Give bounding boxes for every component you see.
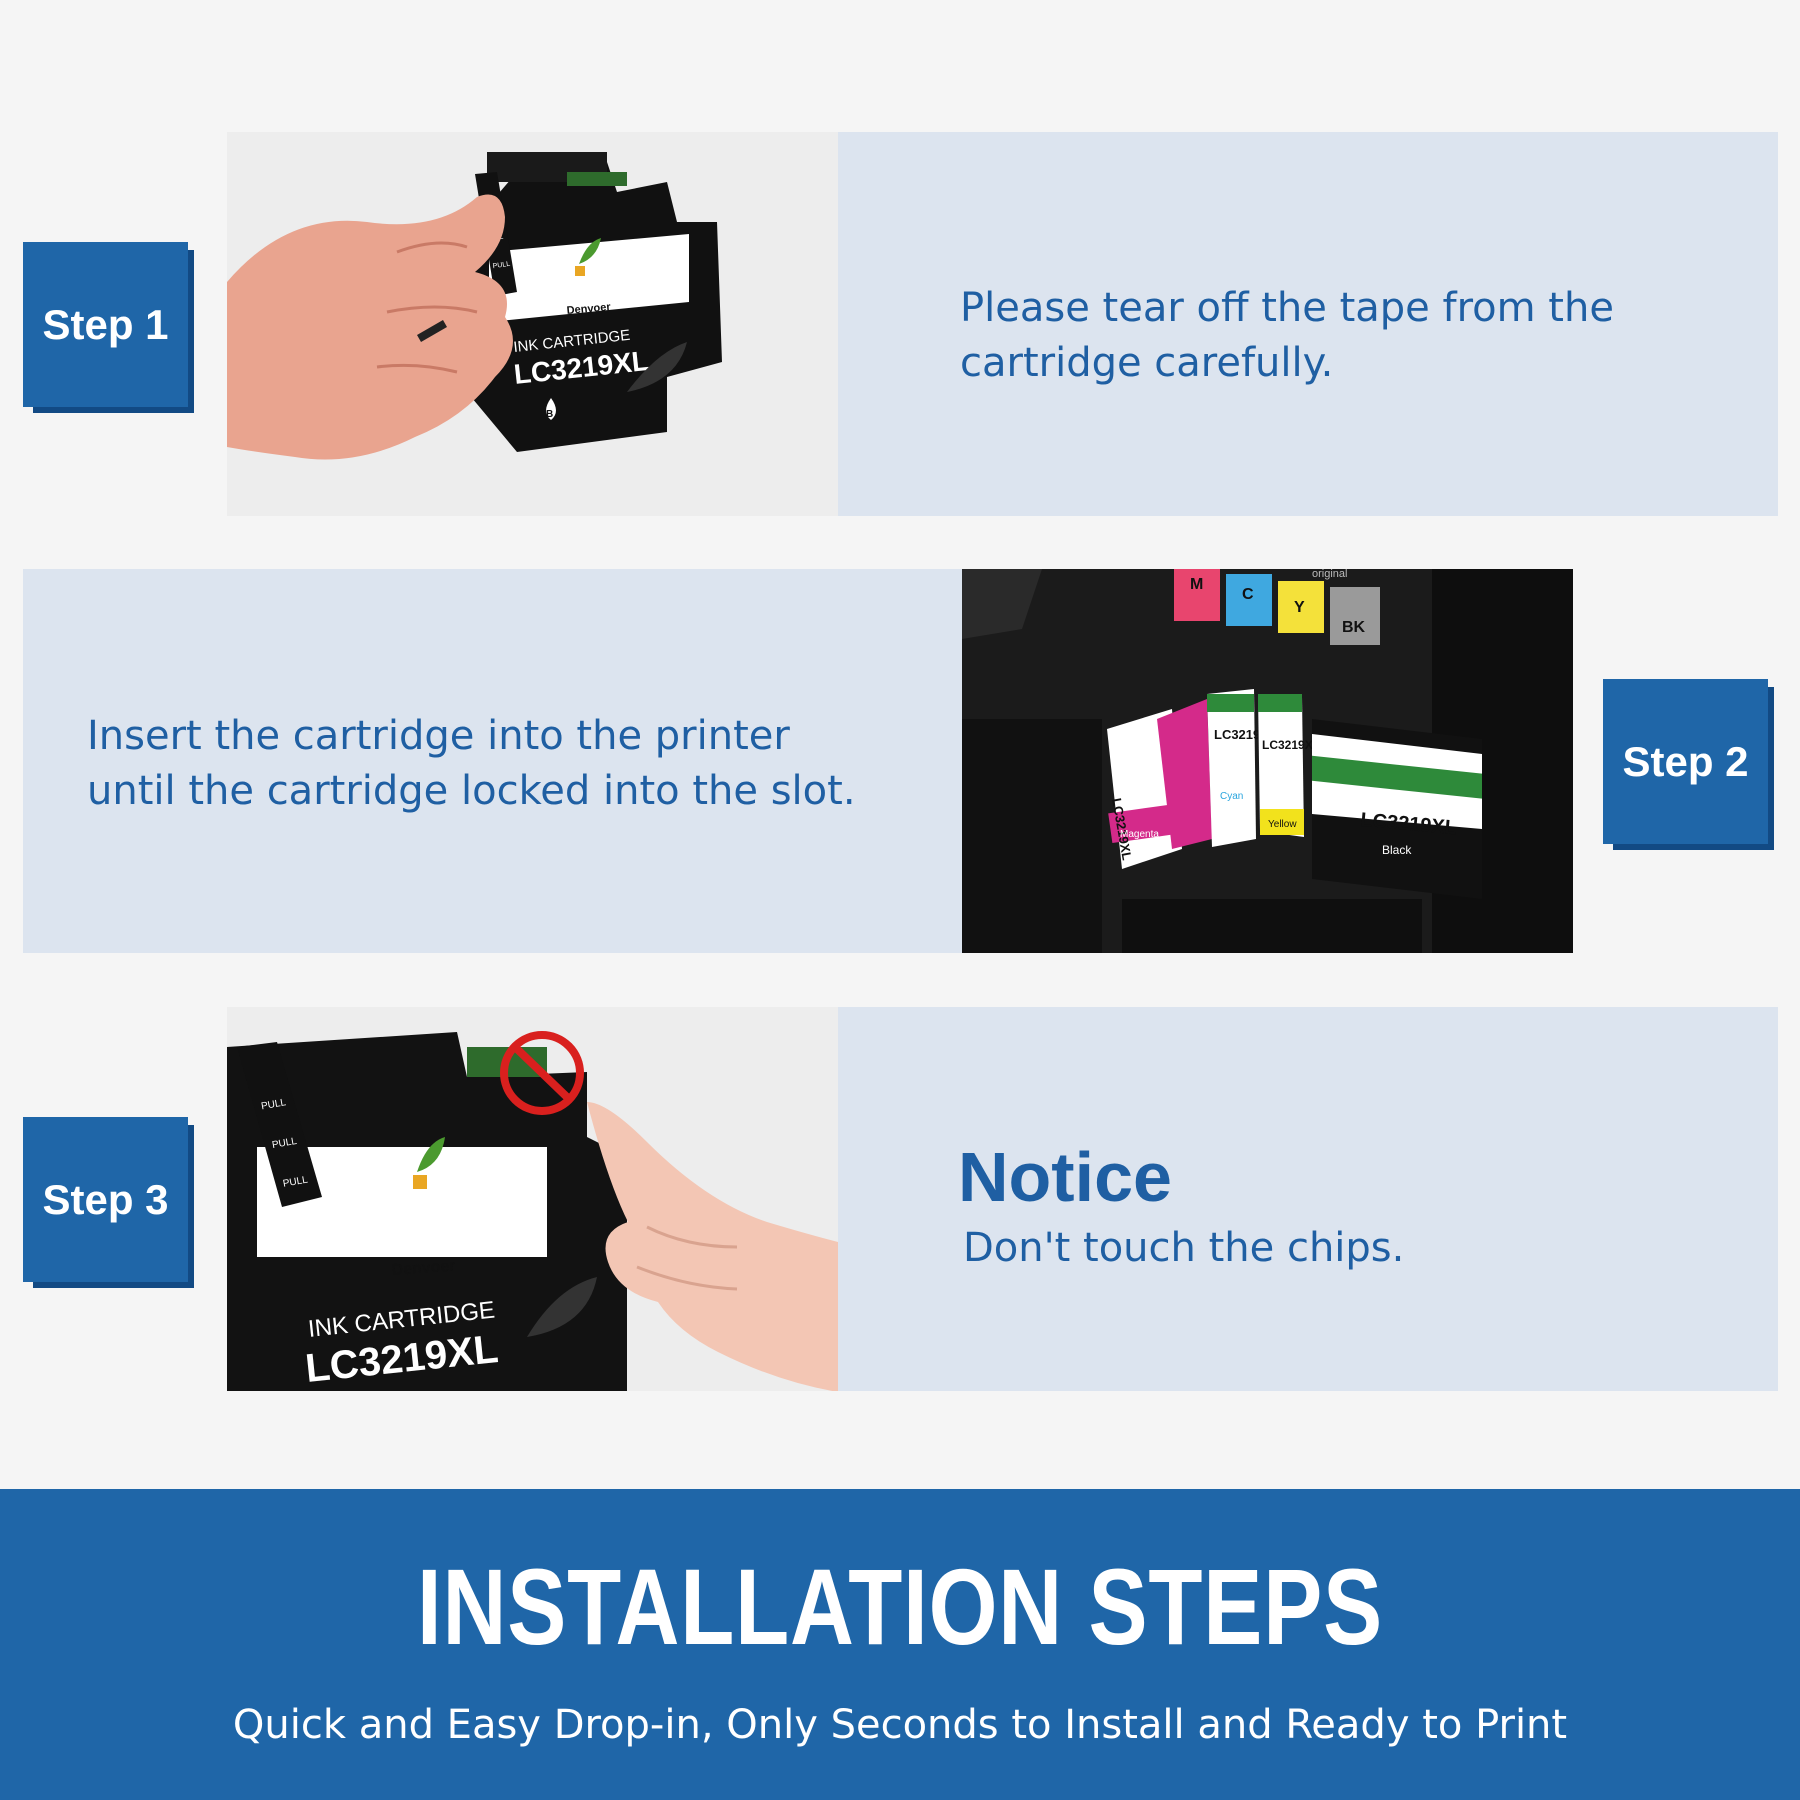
- slot-header-text: original: [1312, 569, 1347, 580]
- footer-subtitle: Quick and Easy Drop-in, Only Seconds to …: [232, 1702, 1568, 1748]
- tear-tape-illustration: Denvoer INK CARTRIDGE LC3219XL B PULL PU…: [227, 152, 722, 460]
- cartridge-brand-step3: Denvoer: [391, 1258, 456, 1279]
- step-2-label: Step 2: [1603, 679, 1768, 844]
- cartridge-cyan-name: Cyan: [1220, 791, 1243, 802]
- slot-tab-bk: [1330, 587, 1380, 645]
- step-3-photo: Denvoer INK CARTRIDGE LC3219XL PULL PULL…: [227, 1007, 838, 1391]
- tape-label-3: PULL: [492, 261, 510, 270]
- notice-text: Don't touch the chips.: [963, 1225, 1405, 1271]
- cartridge-yellow-name: Yellow: [1268, 819, 1297, 830]
- step-2-description: Insert the cartridge into the printer un…: [87, 709, 856, 819]
- step-1-label: Step 1: [23, 242, 188, 407]
- tape-label-step3-1: PULL: [260, 1097, 287, 1112]
- tape-label-step3-3: PULL: [282, 1174, 309, 1189]
- slot-label-y: Y: [1294, 599, 1305, 616]
- step-2-photo: M C Y BK original LC3219XL Magenta LC321…: [962, 569, 1573, 953]
- ink-drop-icon: [546, 398, 556, 420]
- step-2-panel: Insert the cartridge into the printer un…: [23, 569, 962, 953]
- step-1-photo: Denvoer INK CARTRIDGE LC3219XL B PULL PU…: [227, 132, 838, 516]
- footer-title: INSTALLATION STEPS: [417, 1546, 1383, 1667]
- notice-title: Notice: [958, 1138, 1172, 1216]
- step-3-label: Step 3: [23, 1117, 188, 1282]
- chip-warning-illustration: Denvoer INK CARTRIDGE LC3219XL PULL PULL…: [227, 1031, 838, 1391]
- hand: [227, 194, 513, 460]
- footer-banner: INSTALLATION STEPS Quick and Easy Drop-i…: [0, 1489, 1800, 1800]
- step-1-description: Please tear off the tape from the cartri…: [960, 281, 1614, 391]
- slot-label-m: M: [1190, 576, 1203, 593]
- step-1-line-1: Please tear off the tape from the: [960, 285, 1614, 331]
- printer-slots-illustration: M C Y BK original LC3219XL Magenta LC321…: [962, 569, 1573, 953]
- cartridge-magenta-name: Magenta: [1120, 829, 1159, 840]
- slot-tab-m: [1174, 569, 1220, 621]
- cartridge-brand: Denvoer: [566, 301, 612, 317]
- cartridge-black-name: Black: [1382, 843, 1412, 857]
- step-2-line-2: until the cartridge locked into the slot…: [87, 768, 856, 814]
- step-1-panel: Please tear off the tape from the cartri…: [838, 132, 1778, 516]
- step-3-badge: Step 3: [23, 1117, 194, 1288]
- slot-tab-y: [1278, 581, 1324, 633]
- step-3-panel: Notice Don't touch the chips.: [838, 1007, 1778, 1391]
- cartridge-yellow-model: LC3219XL: [1262, 738, 1320, 752]
- step-1-line-2: cartridge carefully.: [960, 340, 1334, 386]
- slot-label-bk: BK: [1342, 619, 1366, 636]
- tape-label-step3-2: PULL: [271, 1136, 298, 1151]
- color-mark: B: [546, 409, 553, 420]
- step-1-badge: Step 1: [23, 242, 194, 413]
- slot-label-c: C: [1242, 586, 1254, 603]
- step-2-badge: Step 2: [1603, 679, 1774, 850]
- no-touch-icon: [500, 1031, 584, 1115]
- step-2-line-1: Insert the cartridge into the printer: [87, 713, 790, 759]
- slot-tab-c: [1226, 574, 1272, 626]
